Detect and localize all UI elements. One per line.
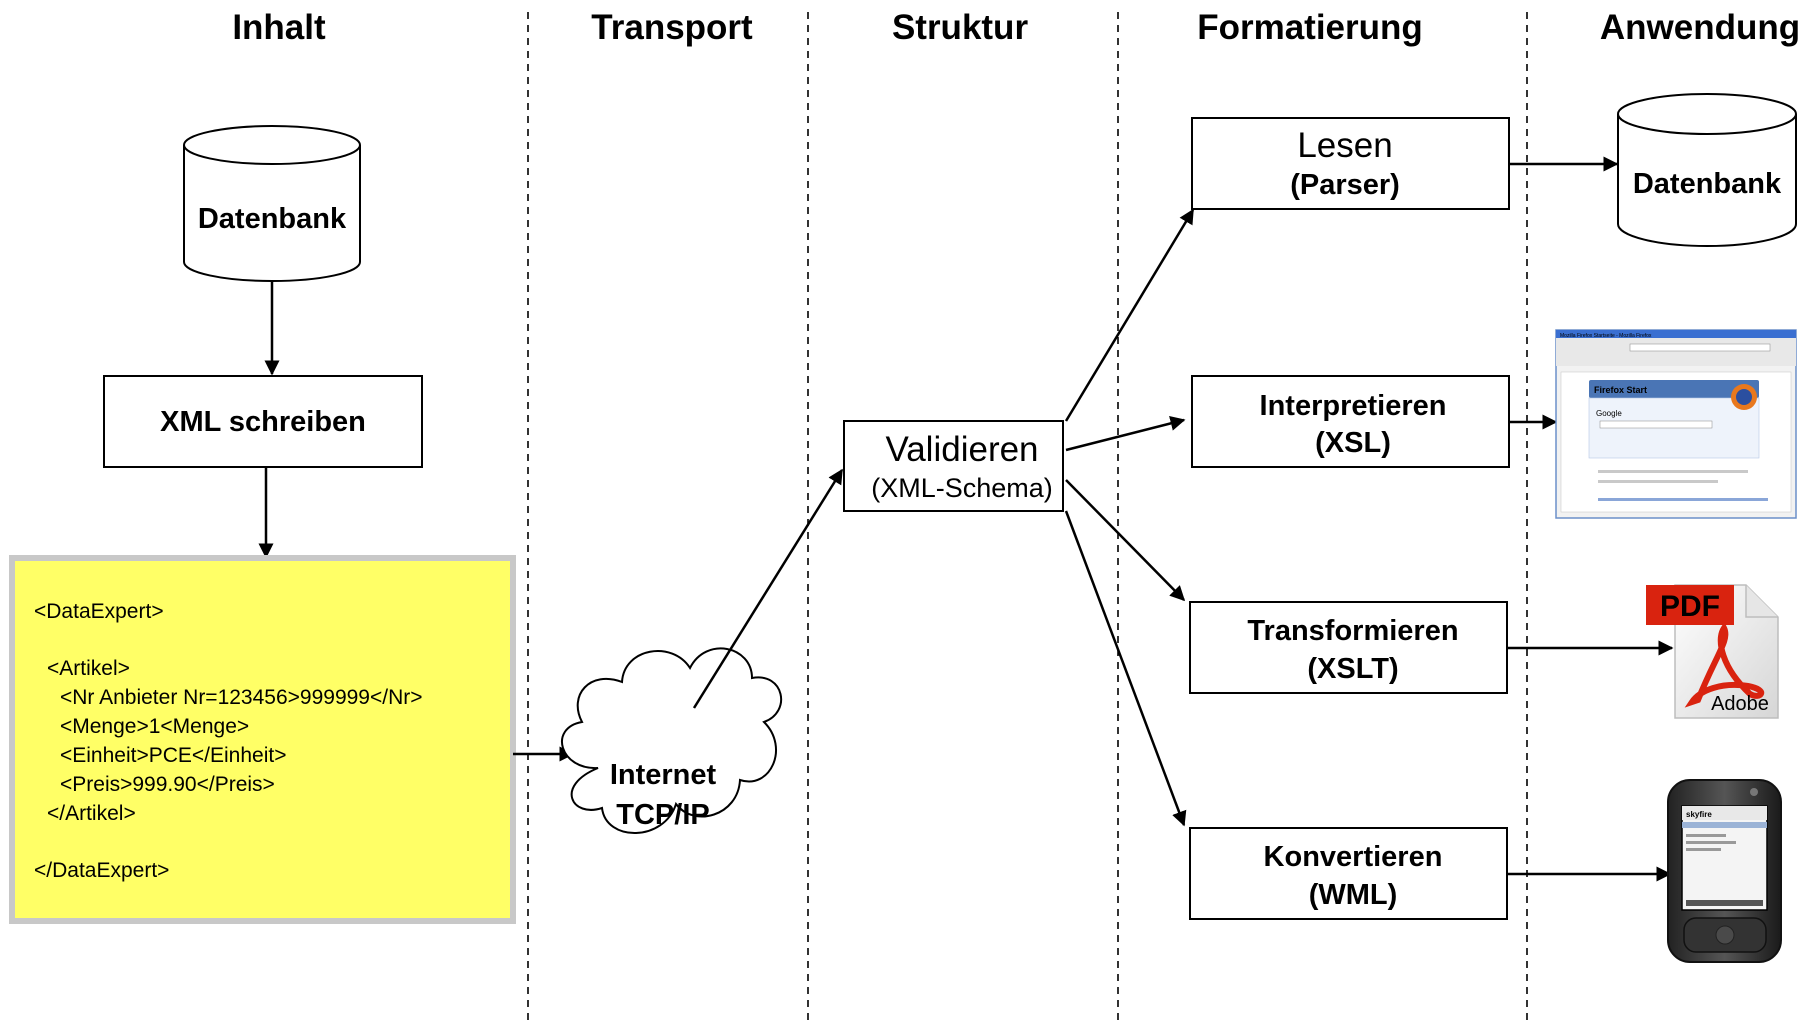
xml-write-box: XML schreiben xyxy=(103,375,423,468)
transform-title: Transformieren xyxy=(1247,615,1458,647)
xml-line-2: <Artikel> xyxy=(47,657,130,680)
pdf-label-band xyxy=(1646,585,1734,625)
xml-line-3: <Nr Anbieter Nr=123456>999999</Nr> xyxy=(60,686,423,709)
acrobat-logo-icon xyxy=(1684,622,1764,708)
interpret-title: Interpretieren xyxy=(1260,390,1447,422)
phone-screen-line-2 xyxy=(1686,841,1736,844)
xml-line-4: <Menge>1<Menge> xyxy=(60,715,249,738)
xml-document: <DataExpert> <Artikel> <Nr Anbieter Nr=1… xyxy=(9,555,516,924)
read-title: Lesen xyxy=(1297,126,1392,165)
cloud-shape xyxy=(561,647,782,834)
xml-write-label: XML schreiben xyxy=(160,406,366,438)
source-database-label: Datenbank xyxy=(198,203,347,235)
convert-title: Konvertieren xyxy=(1264,841,1443,873)
phone-camera xyxy=(1750,788,1758,796)
phone-screen-softbar xyxy=(1686,900,1763,906)
convert-box: Konvertieren (WML) xyxy=(1189,827,1508,920)
phone-screen-line-3 xyxy=(1686,848,1721,851)
browser-titlebar xyxy=(1556,330,1796,338)
heading-anwendung: Anwendung xyxy=(1600,8,1800,47)
phone-nav-button xyxy=(1715,925,1735,945)
browser-heading-bar xyxy=(1589,380,1759,398)
transform-subtitle: (XSLT) xyxy=(1307,653,1398,685)
heading-formatierung: Formatierung xyxy=(1197,8,1423,47)
browser-screenshot-icon: Mozilla Firefox Startseite - Mozilla Fir… xyxy=(1555,329,1797,519)
transform-box: Transformieren (XSLT) xyxy=(1189,601,1508,694)
validate-subtitle: (XML-Schema) xyxy=(871,473,1053,503)
read-box: Lesen (Parser) xyxy=(1191,117,1510,210)
browser-urlbar xyxy=(1629,343,1771,352)
arrow-validate-to-transform xyxy=(1065,479,1186,602)
convert-subtitle: (WML) xyxy=(1309,879,1398,911)
browser-toolbar xyxy=(1556,338,1796,366)
arrow-validate-to-convert xyxy=(1064,510,1187,827)
target-database-body xyxy=(1617,114,1797,247)
phone-screen-tabs xyxy=(1682,822,1767,828)
pdf-brand: Adobe xyxy=(1711,693,1769,715)
phone-screen-brand: skyfire xyxy=(1686,810,1712,819)
browser-title-text: Mozilla Firefox Startseite - Mozilla Fir… xyxy=(1560,333,1652,339)
source-database: Datenbank xyxy=(183,125,361,282)
heading-transport: Transport xyxy=(591,8,753,47)
xml-line-1: <DataExpert> xyxy=(34,600,164,623)
phone-screen-header xyxy=(1682,806,1767,820)
browser-search-field xyxy=(1599,420,1713,429)
validate-title: Validieren xyxy=(885,430,1038,469)
target-database-top xyxy=(1617,93,1797,135)
read-rect xyxy=(1191,117,1510,210)
arrow-validate-to-interpret xyxy=(1065,416,1186,452)
browser-heading: Firefox Start xyxy=(1594,385,1647,395)
column-headings: Inhalt Transport Struktur Formatierung A… xyxy=(232,8,1800,47)
source-database-top xyxy=(183,125,361,165)
interpret-box: Interpretieren (XSL) xyxy=(1191,375,1510,468)
read-subtitle: (Parser) xyxy=(1290,169,1400,201)
pdf-icon: PDF Adobe xyxy=(1646,584,1779,719)
target-database: Datenbank xyxy=(1617,93,1797,247)
xml-document-background xyxy=(9,555,516,924)
cloud-line-2: TCP/IP xyxy=(616,799,709,831)
xml-line-6: <Preis>999.90</Preis> xyxy=(60,773,275,796)
interpret-subtitle: (XSL) xyxy=(1315,427,1391,459)
interpret-rect xyxy=(1191,375,1510,468)
phone-screen-line-1 xyxy=(1686,834,1726,837)
browser-search-brand: Google xyxy=(1596,409,1622,418)
xml-write-rect xyxy=(103,375,423,468)
pdf-page-fold xyxy=(1745,585,1778,618)
arrow-validate-to-read xyxy=(1064,208,1195,422)
pdf-label: PDF xyxy=(1660,590,1720,623)
validate-rect xyxy=(843,420,1064,512)
browser-text-line-2 xyxy=(1598,480,1718,483)
phone-screen xyxy=(1681,805,1768,911)
arrow-cloud-to-validate xyxy=(692,468,844,709)
validate-box: Validieren (XML-Schema) xyxy=(843,420,1064,512)
xml-line-7: </Artikel> xyxy=(47,802,136,825)
heading-inhalt: Inhalt xyxy=(232,8,326,47)
firefox-globe-icon xyxy=(1736,389,1752,405)
cloud-line-1: Internet xyxy=(610,759,717,791)
browser-link-line xyxy=(1598,498,1768,501)
internet-cloud: Internet TCP/IP xyxy=(561,647,782,834)
target-database-label: Datenbank xyxy=(1633,168,1782,200)
phone-icon: skyfire xyxy=(1667,779,1782,963)
heading-struktur: Struktur xyxy=(892,8,1029,47)
browser-text-line-1 xyxy=(1598,470,1748,473)
xml-line-5: <Einheit>PCE</Einheit> xyxy=(60,744,287,767)
xml-line-8: </DataExpert> xyxy=(34,859,169,882)
